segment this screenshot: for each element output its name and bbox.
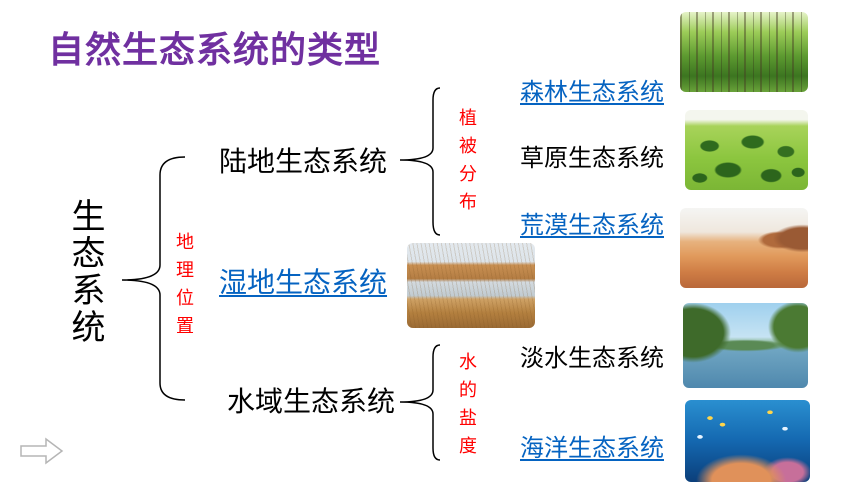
water-ecosystem-label: 水域生态系统 bbox=[227, 385, 396, 418]
freshwater-photo bbox=[683, 303, 808, 388]
forest-ecosystem-link[interactable]: 森林生态系统 bbox=[520, 78, 664, 106]
slide-title: 自然生态系统的类型 bbox=[48, 30, 382, 71]
next-arrow-icon[interactable] bbox=[20, 437, 64, 465]
freshwater-ecosystem-label: 淡水生态系统 bbox=[520, 344, 664, 372]
land-criterion-label: 植被分布 bbox=[456, 108, 477, 220]
desert-ecosystem-link[interactable]: 荒漠生态系统 bbox=[520, 211, 664, 239]
root-criterion-label: 地理位置 bbox=[173, 232, 194, 344]
grassland-photo bbox=[685, 110, 808, 190]
wetland-ecosystem-link[interactable]: 湿地生态系统 bbox=[219, 266, 388, 299]
water-brace bbox=[399, 344, 441, 461]
land-ecosystem-label: 陆地生态系统 bbox=[219, 145, 388, 178]
water-criterion-label: 水的盐度 bbox=[456, 352, 477, 464]
root-label: 生态系统 bbox=[65, 198, 105, 346]
ocean-photo bbox=[685, 400, 810, 482]
wetland-photo bbox=[407, 243, 535, 328]
forest-photo bbox=[680, 12, 808, 92]
land-brace bbox=[399, 87, 441, 236]
ocean-ecosystem-link[interactable]: 海洋生态系统 bbox=[520, 434, 664, 462]
desert-photo bbox=[680, 208, 808, 288]
grassland-ecosystem-label: 草原生态系统 bbox=[520, 144, 664, 172]
